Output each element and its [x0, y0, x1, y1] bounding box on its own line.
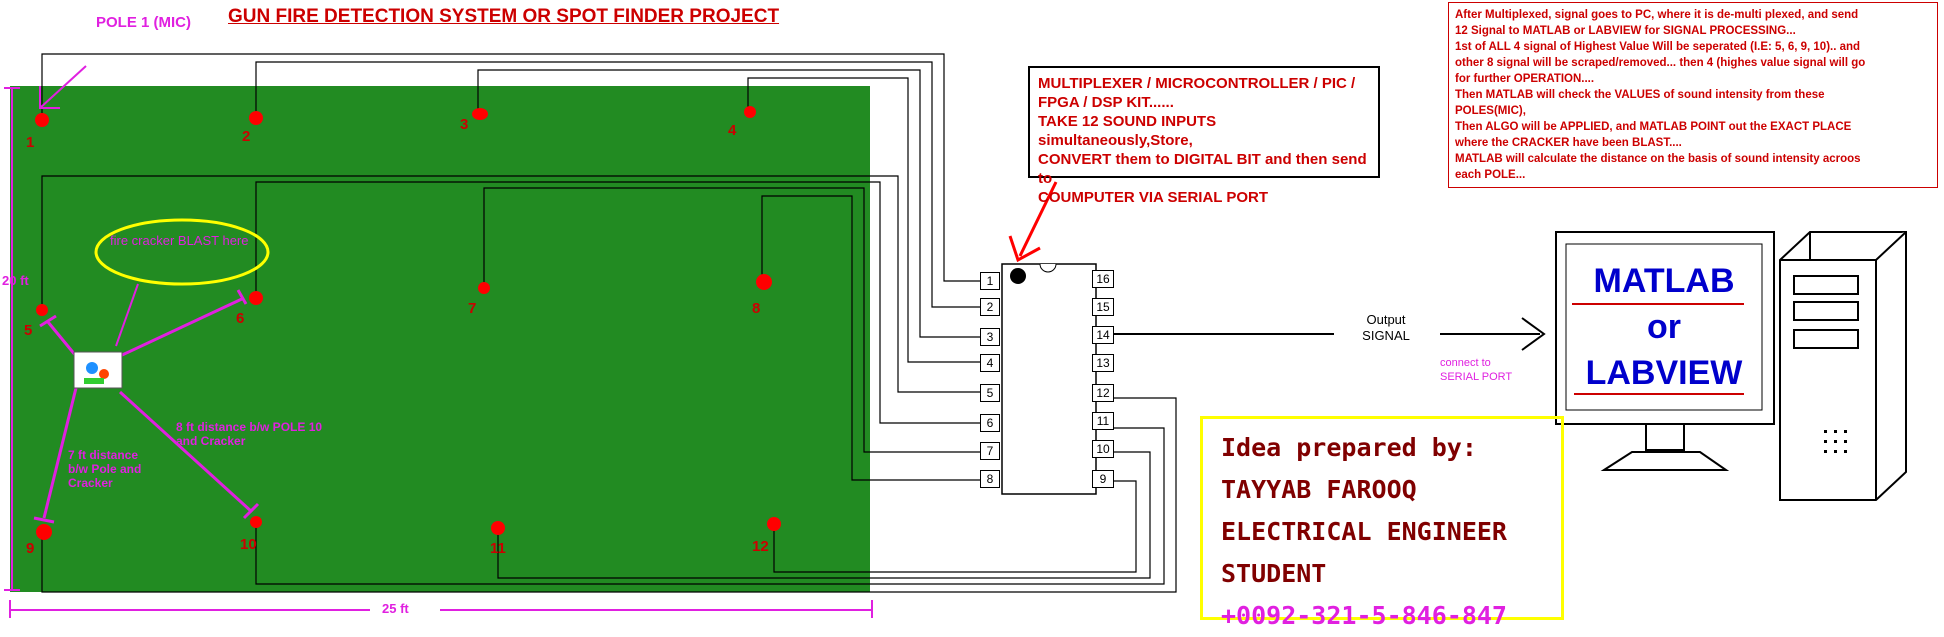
notes-line: for further OPERATION....: [1455, 73, 1595, 85]
notes-line: where the CRACKER have been BLAST....: [1455, 137, 1682, 149]
height-label: 20 ft: [2, 273, 29, 288]
pole-label-3: 3: [460, 116, 469, 133]
monitor-line-or: or: [1647, 308, 1681, 346]
wiring-diagram: [4, 53, 1907, 618]
distance-lines: [33, 289, 260, 524]
mcu-line: FPGA / DSP KIT......: [1038, 94, 1174, 111]
chip-pin-10: 10: [1092, 440, 1114, 458]
notes-line: After Multiplexed, signal goes to PC, wh…: [1455, 9, 1859, 21]
chip-pin-8: 8: [980, 470, 1000, 488]
chip-pin-1: 1: [980, 272, 1000, 290]
diagram-title: GUN FIRE DETECTION SYSTEM OR SPOT FINDER…: [228, 6, 780, 27]
notes-line: Then ALGO will be APPLIED, and MATLAB PO…: [1455, 121, 1852, 133]
notes-line: 1st of ALL 4 signal of Highest Value Wil…: [1455, 41, 1861, 53]
notes-line: Then MATLAB will check the VALUES of sou…: [1455, 89, 1825, 101]
monitor-text: MATLAB or LABVIEW: [1566, 258, 1762, 396]
chip-pin-2: 2: [980, 298, 1000, 316]
field-area: [10, 86, 870, 592]
height-dimension: [4, 87, 20, 591]
pole-label-6: 6: [236, 310, 245, 327]
chip-pin-3: 3: [980, 328, 1000, 346]
notes-line: other 8 signal will be scraped/removed..…: [1455, 57, 1866, 69]
notes-line: each POLE...: [1455, 169, 1526, 181]
author-phone: +0092-321-5-846-847: [1221, 601, 1507, 630]
author-title: ELECTRICAL ENGINEER: [1221, 517, 1507, 546]
chip-pin-7: 7: [980, 442, 1000, 460]
distance-8ft-label: 8 ft distance b/w POLE 10 and Cracker: [176, 420, 323, 448]
pole-label-10: 10: [240, 536, 257, 553]
chip-pin-6: 6: [980, 414, 1000, 432]
chip-pointer-arrow: [1008, 181, 1058, 263]
chip-pin-15: 15: [1092, 298, 1114, 316]
author-box: Idea prepared by: TAYYAB FAROOQ ELECTRIC…: [1200, 416, 1564, 630]
pole-label-8: 8: [752, 300, 761, 317]
pole1-arrow: [39, 65, 87, 109]
notes-line: MATLAB will calculate the distance on th…: [1455, 153, 1861, 165]
pole-markers: [35, 106, 781, 540]
pole-label-2: 2: [242, 128, 251, 145]
blast-label: fire cracker BLAST here: [110, 233, 249, 248]
mux-chip: [1001, 263, 1097, 495]
wires: [41, 53, 1177, 593]
pole-label-4: 4: [728, 122, 737, 139]
chip-pin-11: 11: [1092, 412, 1114, 430]
notes-line: POLES(MIC),: [1455, 105, 1526, 117]
mcu-line: COUMPUTER VIA SERIAL PORT: [1038, 189, 1269, 206]
author-line: Idea prepared by:: [1221, 433, 1477, 462]
chip-pin-16: 16: [1092, 270, 1114, 288]
chip-pin-5: 5: [980, 384, 1000, 402]
monitor-line-labview: LABVIEW: [1585, 354, 1743, 392]
mcu-line: TAKE 12 SOUND INPUTS simultaneously,Stor…: [1038, 113, 1217, 149]
pole1-label: POLE 1 (MIC): [96, 14, 192, 31]
width-label: 25 ft: [382, 601, 409, 616]
blast-ellipse: [94, 218, 270, 286]
chip-pin-12: 12: [1092, 384, 1114, 402]
chip-pin-14: 14: [1092, 326, 1114, 344]
mcu-description-box: MULTIPLEXER / MICROCONTROLLER / PIC / FP…: [1028, 66, 1380, 206]
pole-label-12: 12: [752, 538, 769, 555]
chip-pin1-dot: [1010, 268, 1026, 284]
cpu-tower: [1779, 231, 1907, 501]
pole-label-5: 5: [24, 322, 33, 339]
author-title: STUDENT: [1221, 559, 1327, 588]
chip-pin-4: 4: [980, 354, 1000, 372]
output-signal-label: Output SIGNAL: [1362, 312, 1410, 343]
author-name: TAYYAB FAROOQ: [1221, 475, 1417, 504]
chip-pin-9: 9: [1092, 470, 1114, 488]
chip-pin-13: 13: [1092, 354, 1114, 372]
pole-label-7: 7: [468, 300, 477, 317]
monitor-line-matlab: MATLAB: [1593, 262, 1735, 300]
pole-label-9: 9: [26, 540, 35, 557]
mcu-line: MULTIPLEXER / MICROCONTROLLER / PIC /: [1038, 75, 1356, 92]
pole-label-11: 11: [490, 540, 506, 557]
mcu-line: CONVERT them to DIGITAL BIT and then sen…: [1038, 151, 1367, 187]
pole-label-1: 1: [26, 134, 35, 151]
connect-serial-label: connect to SERIAL PORT: [1440, 357, 1513, 383]
notes-line: 12 Signal to MATLAB or LABVIEW for SIGNA…: [1455, 25, 1796, 37]
distance-7ft-label: 7 ft distance b/w Pole and Cracker: [68, 448, 142, 490]
width-dimension: [9, 600, 873, 618]
notes-box: After Multiplexed, signal goes to PC, wh…: [1448, 2, 1938, 188]
